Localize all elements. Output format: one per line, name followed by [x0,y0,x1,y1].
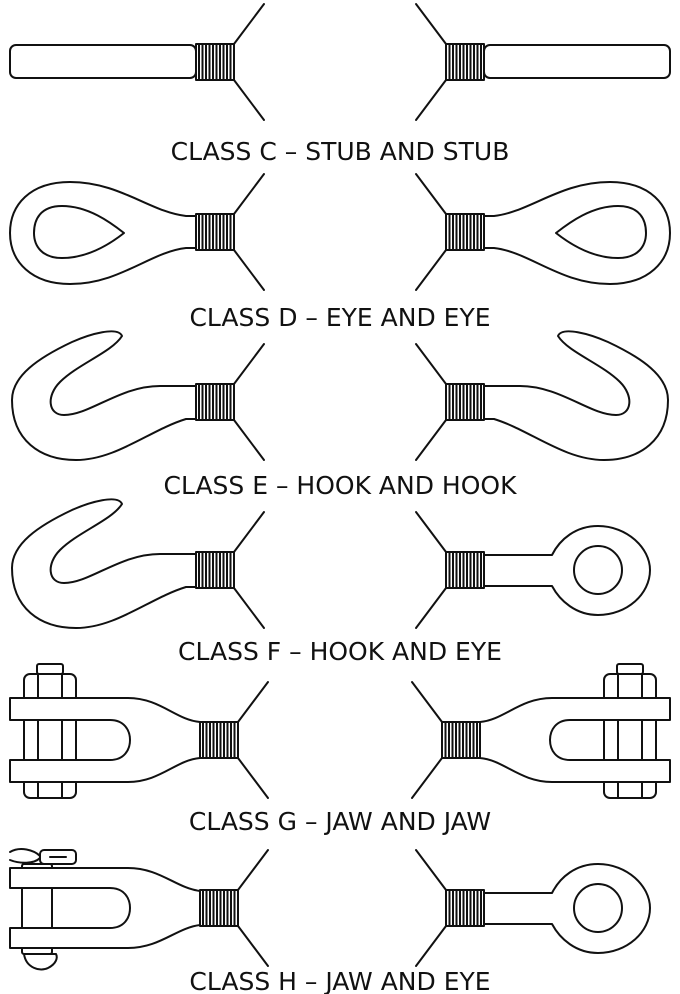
class-c-row: CLASS C – STUB AND STUB [9,3,671,166]
class-h-row: CLASS H – JAW AND EYE [9,848,651,994]
class-h-caption: CLASS H – JAW AND EYE [189,967,490,994]
class-e-caption: CLASS E – HOOK AND HOOK [164,471,518,500]
jaw-left-end [9,663,269,799]
class-g-row: CLASS G – JAW AND JAW [9,663,671,836]
class-g-caption: CLASS G – JAW AND JAW [189,807,491,836]
jaw-cotter-left-end [9,848,269,971]
class-c-caption: CLASS C – STUB AND STUB [171,137,510,166]
class-d-row: CLASS D – EYE AND EYE [9,173,671,332]
jaw-right-end [411,663,671,799]
hook-left-end [11,330,265,461]
class-e-row: CLASS E – HOOK AND HOOK [11,330,669,500]
class-d-caption: CLASS D – EYE AND EYE [189,303,490,332]
class-f-caption: CLASS F – HOOK AND EYE [178,637,502,666]
round-eye-right-end [415,849,651,967]
hook-right-end [415,330,669,461]
eye-right-end [415,173,671,291]
stub-right-end [415,3,671,121]
hook-left-end [11,498,265,629]
eye-left-end [9,173,265,291]
round-eye-right-end [415,511,651,629]
class-f-row: CLASS F – HOOK AND EYE [11,498,651,666]
stub-left-end [9,3,265,121]
